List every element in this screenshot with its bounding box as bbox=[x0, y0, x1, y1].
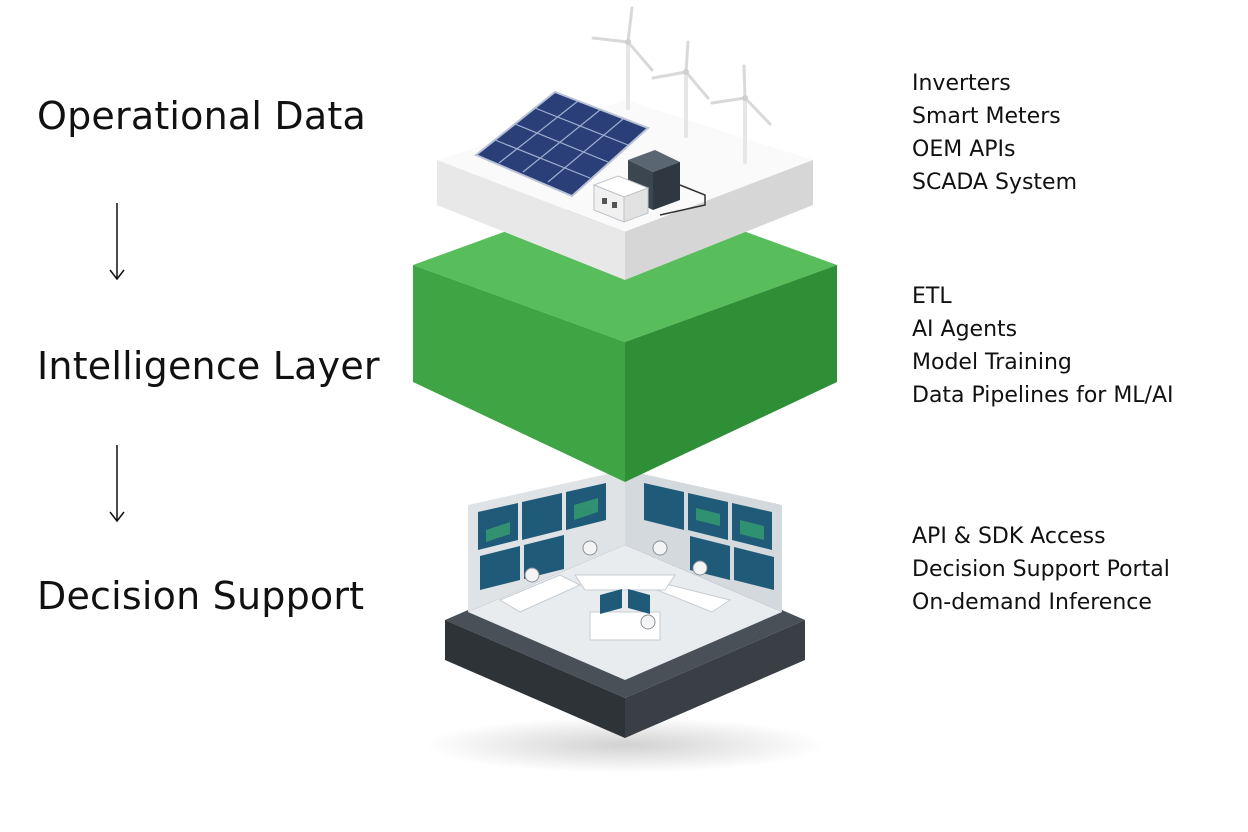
down-arrow-icon bbox=[109, 203, 125, 281]
list-item: Data Pipelines for ML/AI bbox=[912, 383, 1174, 408]
intelligence-layer-items: ETL AI Agents Model Training Data Pipeli… bbox=[912, 280, 1174, 412]
list-item: Smart Meters bbox=[912, 104, 1061, 129]
wind-turbine-icon bbox=[591, 6, 772, 164]
operational-data-items: Inverters Smart Meters OEM APIs SCADA Sy… bbox=[912, 67, 1077, 199]
decision-support-items: API & SDK Access Decision Support Portal… bbox=[912, 520, 1170, 619]
list-item: AI Agents bbox=[912, 317, 1018, 342]
battery-storage-icon bbox=[592, 150, 706, 223]
down-arrow-icon bbox=[109, 445, 125, 523]
layer-title-decision-support: Decision Support bbox=[37, 574, 365, 618]
layer-title-operational-data: Operational Data bbox=[37, 94, 366, 138]
list-item: ETL bbox=[912, 284, 952, 309]
layer-stack-illustration bbox=[413, 6, 837, 773]
list-item: SCADA System bbox=[912, 170, 1078, 195]
list-item: API & SDK Access bbox=[912, 524, 1106, 549]
list-item: Model Training bbox=[912, 350, 1072, 375]
list-item: Inverters bbox=[912, 71, 1011, 96]
list-item: Decision Support Portal bbox=[912, 557, 1170, 582]
solar-panel-icon bbox=[474, 90, 650, 198]
list-item: OEM APIs bbox=[912, 137, 1016, 162]
control-room-icon bbox=[445, 470, 805, 738]
operational-platform bbox=[437, 6, 813, 280]
list-item: On-demand Inference bbox=[912, 590, 1152, 615]
layer-title-intelligence-layer: Intelligence Layer bbox=[37, 344, 380, 388]
